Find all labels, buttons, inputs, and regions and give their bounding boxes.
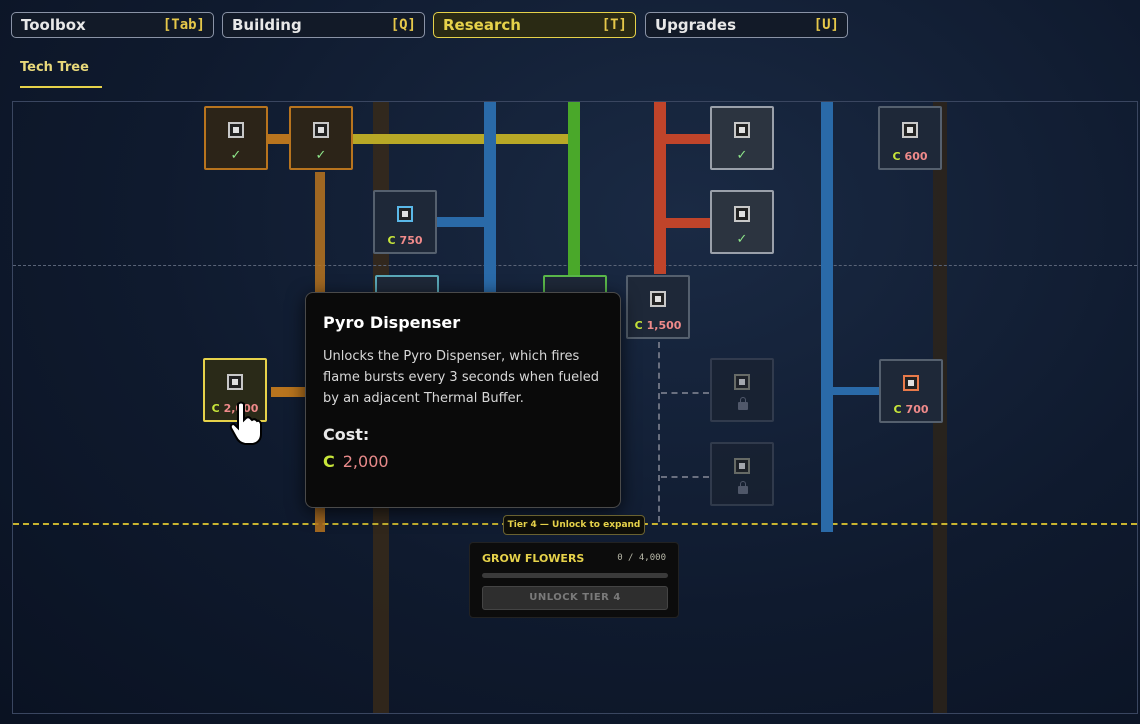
- hand-cursor-icon: [229, 401, 262, 445]
- checker-icon: [734, 206, 750, 222]
- wire: [353, 134, 575, 144]
- wire: [663, 218, 713, 228]
- wire: [821, 102, 833, 532]
- currency-icon: C: [323, 452, 335, 471]
- subtab-underline: [20, 86, 102, 88]
- wire: [663, 134, 713, 144]
- unlocked-check: ✓: [736, 148, 748, 163]
- unlock-tier-button[interactable]: UNLOCK TIER 4: [482, 586, 668, 610]
- locked-grid-icon: [734, 458, 750, 474]
- tier-progress-text: 0 / 4,000: [617, 553, 666, 563]
- tab-building-key: [Q]: [390, 17, 416, 33]
- processor-icon: [397, 206, 413, 222]
- tech-node-chip[interactable]: ✓: [289, 106, 353, 170]
- grid-icon: [734, 122, 750, 138]
- panel-icon: [902, 122, 918, 138]
- tooltip-cost-value: 2,000: [342, 452, 389, 471]
- unlocked-check: ✓: [230, 148, 242, 163]
- tier-badge: Tier 4 — Unlock to expand: [503, 515, 645, 535]
- wire: [568, 102, 580, 282]
- tier-progress-bar: [482, 573, 668, 578]
- locked-wire: [661, 392, 709, 394]
- locked-wire: [661, 476, 709, 478]
- locked-machine-icon: [734, 374, 750, 390]
- chip-icon: [313, 122, 329, 138]
- tab-building-label: Building: [232, 16, 302, 34]
- wire: [271, 387, 306, 397]
- pyro-dispenser-icon: [227, 374, 243, 390]
- tab-research[interactable]: Research [T]: [433, 12, 636, 38]
- tab-upgrades-key: [U]: [813, 17, 839, 33]
- wire: [654, 102, 666, 274]
- tier-unlock-box: GROW FLOWERS 0 / 4,000 UNLOCK TIER 4: [469, 542, 679, 618]
- lock-icon: [738, 481, 748, 494]
- tab-toolbox-label: Toolbox: [21, 16, 86, 34]
- unlocked-check: ✓: [736, 232, 748, 247]
- tab-research-label: Research: [443, 16, 521, 34]
- tooltip-title: Pyro Dispenser: [323, 313, 461, 332]
- tech-node-grid[interactable]: ✓: [710, 106, 774, 170]
- gun-icon: [650, 291, 666, 307]
- tooltip-cost: C 2,000: [323, 452, 603, 471]
- tab-upgrades[interactable]: Upgrades [U]: [645, 12, 848, 38]
- wire: [268, 134, 292, 144]
- unlocked-check: ✓: [315, 148, 327, 163]
- furnace-icon: [903, 375, 919, 391]
- tech-node-locked-grid[interactable]: [710, 442, 774, 506]
- tooltip-description: Unlocks the Pyro Dispenser, which fires …: [323, 349, 600, 406]
- tech-node-conveyor[interactable]: ✓: [204, 106, 268, 170]
- tab-research-key: [T]: [601, 17, 627, 33]
- lock-icon: [738, 397, 748, 410]
- conveyor-icon: [228, 122, 244, 138]
- tier-goal-label: GROW FLOWERS: [482, 552, 585, 565]
- tech-node-pyro-dispenser[interactable]: C2,000: [203, 358, 267, 422]
- tab-toolbox[interactable]: Toolbox [Tab]: [11, 12, 214, 38]
- tech-node-checker[interactable]: ✓: [710, 190, 774, 254]
- tab-building[interactable]: Building [Q]: [222, 12, 425, 38]
- tech-node-locked-machine[interactable]: [710, 358, 774, 422]
- tech-tooltip: Pyro Dispenser Unlocks the Pyro Dispense…: [305, 292, 621, 508]
- locked-wire: [658, 342, 660, 522]
- tab-toolbox-key: [Tab]: [162, 17, 205, 33]
- subtab-tech-tree[interactable]: Tech Tree: [20, 60, 89, 75]
- wire: [437, 217, 487, 227]
- tooltip-cost-label: Cost:: [323, 425, 370, 444]
- wire: [831, 387, 881, 395]
- tab-upgrades-label: Upgrades: [655, 16, 737, 34]
